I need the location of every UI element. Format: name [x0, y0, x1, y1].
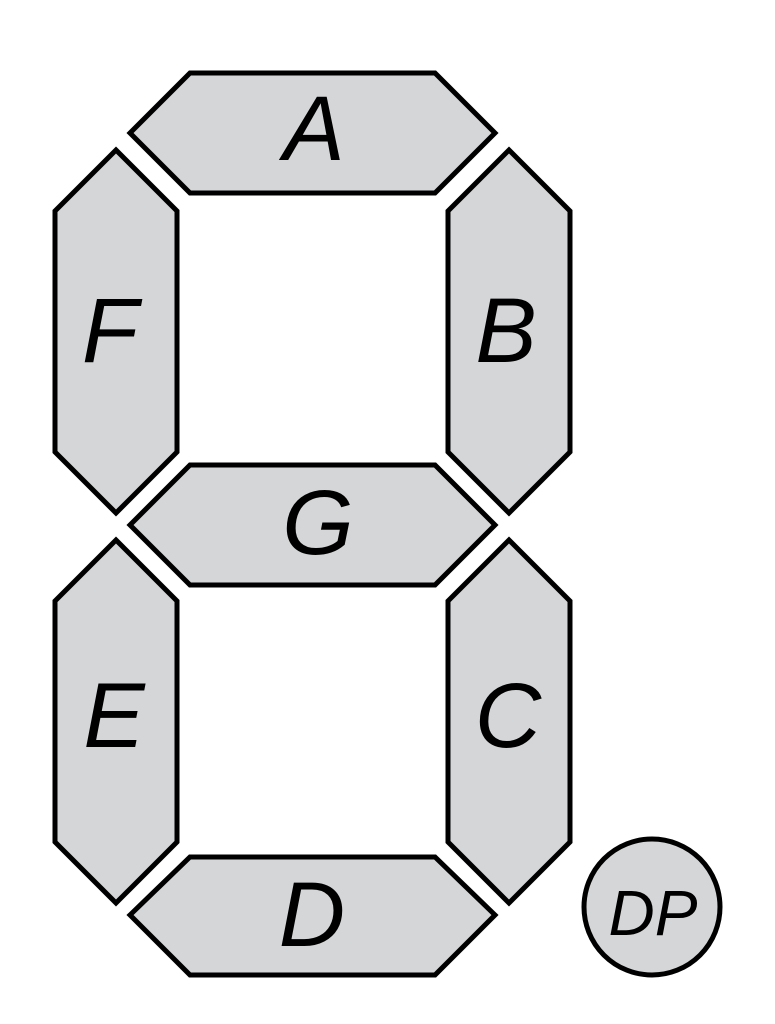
segment-dp: DP: [581, 836, 723, 978]
segment-b-label: B: [475, 280, 536, 382]
segment-a-label: A: [278, 78, 344, 180]
segment-e-label: E: [83, 665, 146, 767]
segment-g-shape: [126, 462, 499, 588]
segment-e: E: [52, 536, 180, 907]
segment-d-label: D: [279, 864, 345, 966]
segment-dp-label: DP: [609, 877, 698, 949]
segment-g-label: G: [282, 472, 354, 574]
segment-d: D: [126, 854, 499, 978]
segment-e-shape: [52, 536, 180, 907]
segment-a-shape: [126, 70, 499, 196]
segment-dp-shape: [581, 836, 723, 978]
segment-f-shape: [52, 146, 180, 517]
segment-c-shape: [445, 536, 573, 907]
segment-b: B: [445, 146, 573, 517]
segment-c: C: [445, 536, 573, 907]
segment-c-label: C: [475, 665, 542, 767]
segment-g: G: [126, 462, 499, 588]
segment-a: A: [126, 70, 499, 196]
segment-f-label: F: [82, 280, 143, 382]
segment-b-shape: [445, 146, 573, 517]
segment-f: F: [52, 146, 180, 517]
segment-d-shape: [126, 854, 499, 978]
